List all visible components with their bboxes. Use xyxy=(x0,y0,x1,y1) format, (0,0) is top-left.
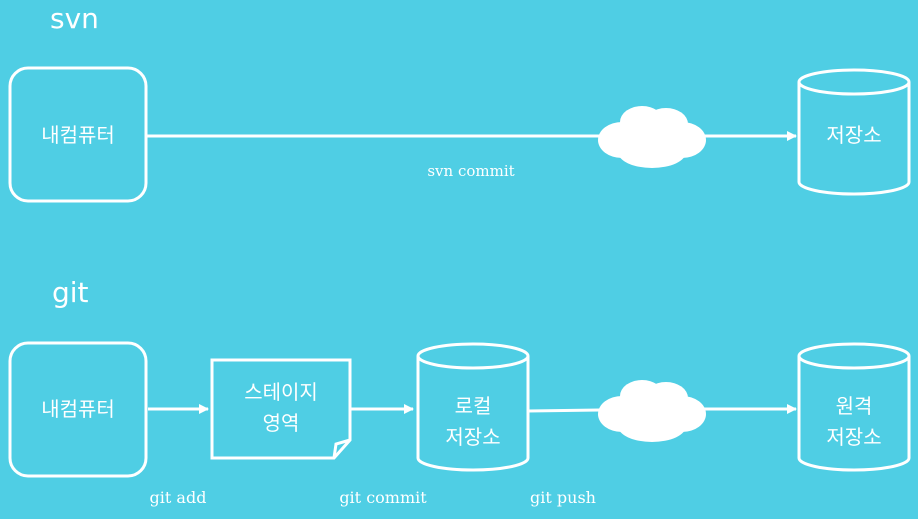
git-local-label-line1: 로컬 xyxy=(455,394,492,418)
git-connector-line xyxy=(527,408,601,413)
cylinder-icon xyxy=(797,342,911,472)
git-staging-label-line1: 스테이지 xyxy=(244,380,318,404)
cylinder-icon xyxy=(797,68,911,196)
svn-repository-node: 저장소 xyxy=(797,68,911,196)
dog-eared-page-icon xyxy=(210,358,352,460)
git-push-label: git push xyxy=(530,488,596,507)
git-remote-repository-node: 원격 저장소 xyxy=(797,342,911,472)
git-staging-label-line2: 영역 xyxy=(263,411,300,435)
svn-title: svn xyxy=(50,2,99,35)
git-staging-node: 스테이지 영역 xyxy=(210,358,352,460)
git-remote-label-line1: 원격 xyxy=(836,394,873,418)
git-computer-label: 내컴퓨터 xyxy=(41,397,115,421)
git-commit-label: git commit xyxy=(339,488,427,507)
git-local-label-line2: 저장소 xyxy=(445,425,500,449)
cloud-icon xyxy=(598,106,706,168)
svn-computer-node: 내컴퓨터 xyxy=(8,66,148,203)
git-add-label: git add xyxy=(150,488,207,507)
svn-computer-label: 내컴퓨터 xyxy=(41,123,115,147)
cylinder-icon xyxy=(416,342,530,472)
cloud-icon xyxy=(598,380,706,442)
git-computer-box xyxy=(8,341,148,478)
git-local-repository-node: 로컬 저장소 xyxy=(416,342,530,472)
svn-commit-label: svn commit xyxy=(427,162,514,180)
git-remote-label-line2: 저장소 xyxy=(826,425,881,449)
git-title: git xyxy=(52,276,89,309)
git-computer-node: 내컴퓨터 xyxy=(8,341,148,478)
svn-repository-label: 저장소 xyxy=(826,123,881,147)
